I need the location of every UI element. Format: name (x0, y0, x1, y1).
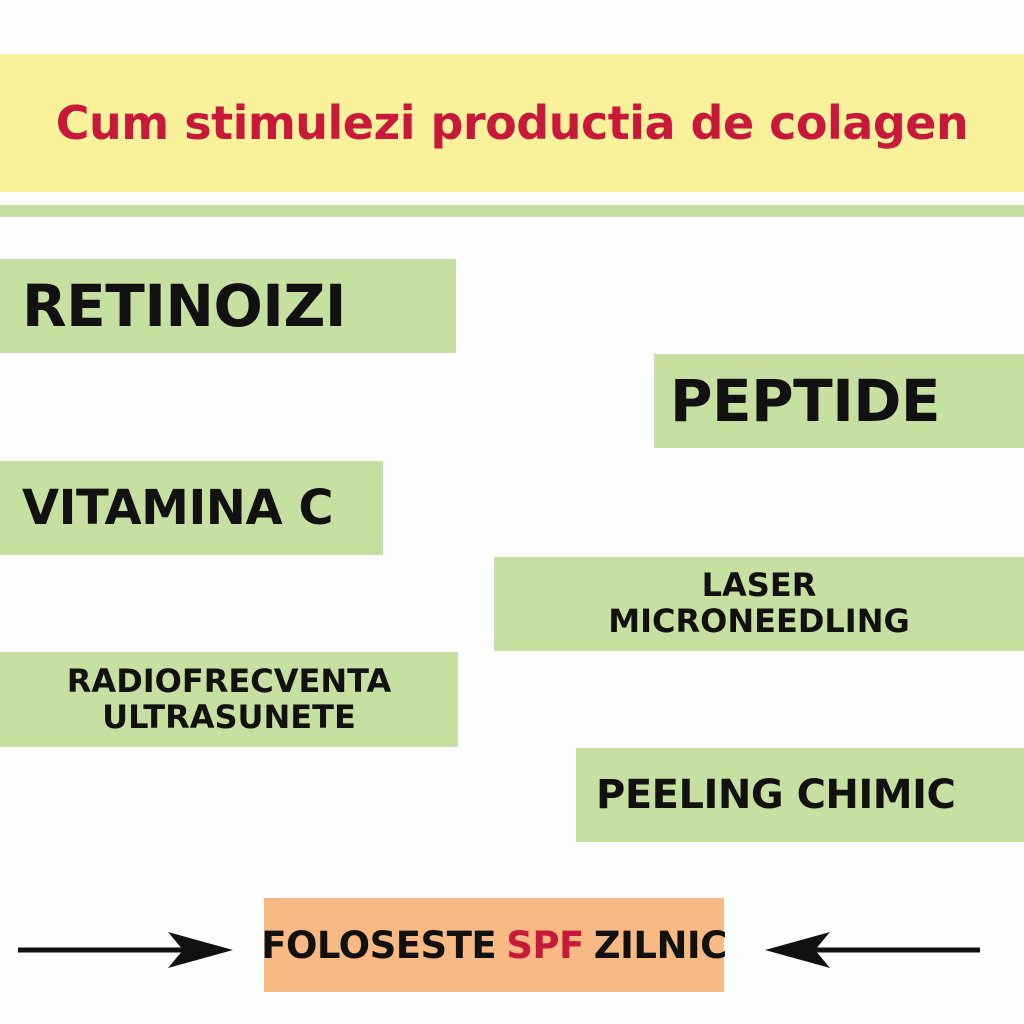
item-laser-microneedling: LASER MICRONEEDLING (494, 557, 1024, 651)
item-microneedling-label: MICRONEEDLING (608, 602, 910, 640)
item-vitamina-c: VITAMINA C (0, 461, 383, 555)
item-peptide-label: PEPTIDE (670, 367, 941, 435)
spf-suffix: ZILNIC (593, 923, 728, 967)
title-band: Cum stimulezi productia de colagen (0, 54, 1024, 192)
item-radiofrecventa-label: RADIOFRECVENTA (66, 661, 392, 700)
page-title: Cum stimulezi productia de colagen (55, 96, 969, 150)
item-peptide: PEPTIDE (654, 354, 1024, 448)
item-peeling-chimic: PEELING CHIMIC (576, 748, 1024, 842)
item-ultrasunete-label: ULTRASUNETE (102, 697, 356, 736)
arrow-right-icon (18, 932, 233, 968)
spf-accent: SPF (506, 923, 584, 967)
item-vitamina-c-label: VITAMINA C (22, 480, 334, 536)
title-divider (0, 205, 1024, 217)
item-radiofrecventa-ultrasunete: RADIOFRECVENTA ULTRASUNETE (0, 652, 458, 747)
item-laser-label: LASER (701, 566, 817, 605)
item-retinoizi: RETINOIZI (0, 259, 456, 353)
spf-reminder: FOLOSESTE SPF ZILNIC (261, 898, 728, 992)
item-peeling-chimic-label: PEELING CHIMIC (596, 772, 956, 818)
arrow-left-icon (765, 932, 980, 968)
spf-prefix: FOLOSESTE (261, 923, 497, 967)
item-retinoizi-label: RETINOIZI (22, 272, 347, 340)
